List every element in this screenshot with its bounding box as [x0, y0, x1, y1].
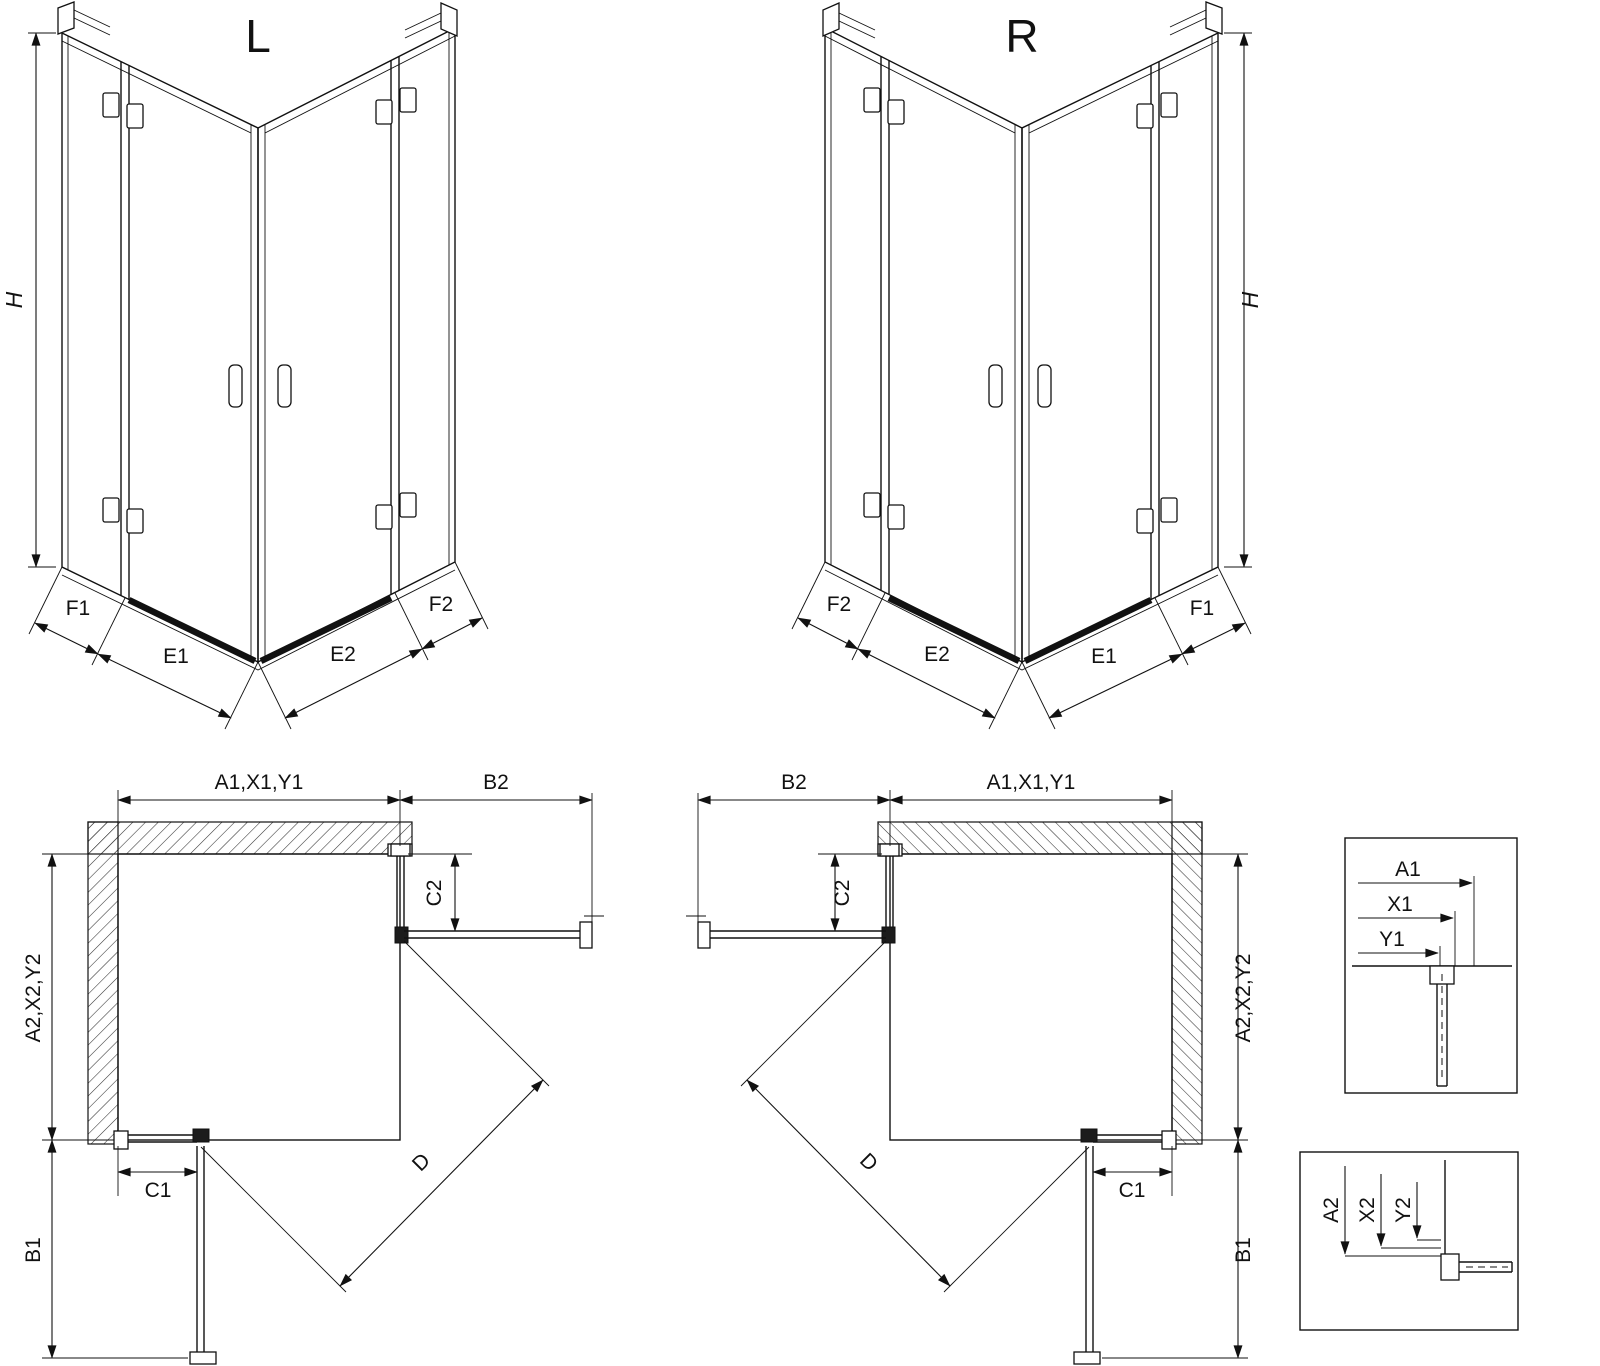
iso-right-e2-label: E2 — [924, 643, 950, 666]
iso-right-height-label: H — [1237, 291, 1263, 308]
plan-right-b2-label: B2 — [781, 771, 807, 794]
iso-right-f1-label: F1 — [1190, 597, 1215, 620]
detail-bottom-profile — [1440, 1253, 1460, 1281]
iso-left-f2-label: F2 — [429, 593, 454, 616]
plan-right-width-label: A1,X1,Y1 — [987, 771, 1076, 794]
iso-left-e1-label: E1 — [163, 645, 189, 668]
iso-view-left: L H F1 E1 E2 F2 — [1, 2, 488, 729]
iso-left-height-label: H — [1, 291, 27, 308]
iso-right-lineart — [792, 2, 1252, 729]
plan-left-b1-label: B1 — [22, 1237, 45, 1263]
detail-bottom-frame — [1299, 1151, 1519, 1331]
iso-view-right: R H F2 E2 E1 F1 — [792, 2, 1263, 729]
iso-left-f1-label: F1 — [66, 597, 91, 620]
plan-right-depth-label: A2,X2,Y2 — [1232, 954, 1255, 1043]
iso-left-title: L — [245, 10, 271, 62]
iso-left-lineart — [28, 2, 488, 729]
iso-right-title: R — [1005, 10, 1038, 62]
plan-left-c2-label: C2 — [423, 880, 446, 907]
plan-right-lineart — [686, 790, 1248, 1364]
detail-top-frame — [1344, 837, 1518, 1094]
plan-right-b1-label: B1 — [1232, 1237, 1255, 1263]
plan-right-d-label: D — [855, 1149, 882, 1176]
detail-bottom-x2-label: X2 — [1356, 1197, 1379, 1223]
detail-view-top: A1 X1 Y1 — [1344, 837, 1518, 1094]
detail-top-x1-label: X1 — [1387, 893, 1413, 916]
plan-left-depth-label: A2,X2,Y2 — [22, 954, 45, 1043]
iso-right-f2-label: F2 — [827, 593, 852, 616]
detail-top-a1-label: A1 — [1395, 858, 1421, 881]
plan-right-c2-label: C2 — [831, 880, 854, 907]
detail-bottom-a2-label: A2 — [1320, 1197, 1343, 1223]
plan-right-c1-label: C1 — [1119, 1179, 1146, 1202]
detail-view-bottom: A2 X2 Y2 — [1299, 1151, 1519, 1331]
plan-left-b2-label: B2 — [483, 771, 509, 794]
detail-top-y1-label: Y1 — [1379, 928, 1405, 951]
plan-left-c1-label: C1 — [145, 1179, 172, 1202]
detail-bottom-y2-label: Y2 — [1392, 1197, 1415, 1223]
plan-view-right: A1,X1,Y1 B2 C2 A2,X2,Y2 B1 C1 D — [686, 771, 1255, 1364]
plan-view-left: A1,X1,Y1 B2 C2 A2,X2,Y2 B1 C1 D — [22, 771, 604, 1364]
plan-left-lineart — [42, 790, 604, 1364]
plan-left-d-label: D — [408, 1149, 435, 1176]
plan-left-width-label: A1,X1,Y1 — [215, 771, 304, 794]
iso-right-e1-label: E1 — [1091, 645, 1117, 668]
iso-left-e2-label: E2 — [330, 643, 356, 666]
